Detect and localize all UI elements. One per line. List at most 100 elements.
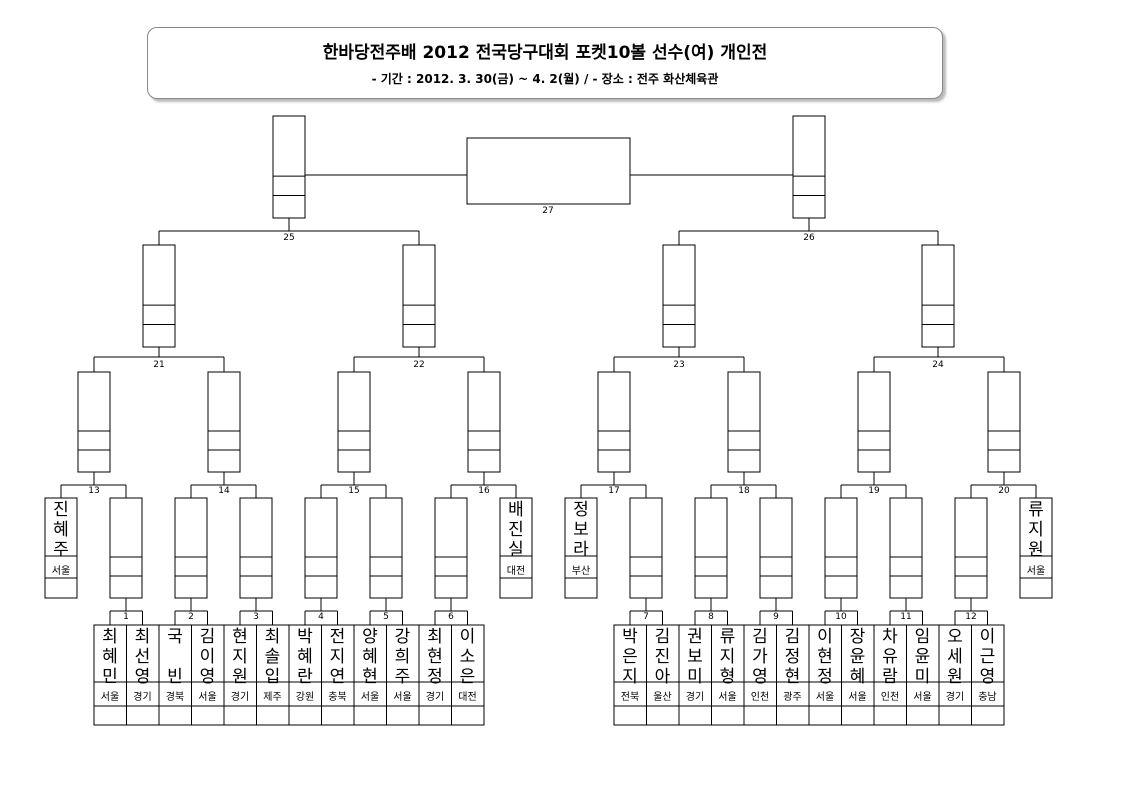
match-number: 2 xyxy=(188,612,194,622)
match-number: 21 xyxy=(153,360,165,370)
match-number: 1 xyxy=(123,612,129,622)
round1-box xyxy=(239,497,273,599)
round16-box xyxy=(597,371,631,473)
player-name: 임 윤 미 xyxy=(914,627,931,687)
player-region: 서울 xyxy=(718,692,737,703)
player-region: 전북 xyxy=(620,692,640,703)
round16-box xyxy=(77,371,111,473)
player-name: 오 세 원 xyxy=(947,627,963,687)
bye-player-box xyxy=(499,497,533,599)
player-name: 최 혜 민 xyxy=(102,627,118,687)
match-number: 24 xyxy=(932,360,944,370)
round1-box xyxy=(694,497,728,599)
player-name: 최 선 영 xyxy=(134,627,151,687)
match-number: 16 xyxy=(478,486,490,496)
bye-player-name: 류 지 원 xyxy=(1028,500,1044,560)
quarter-box xyxy=(142,244,176,348)
player-region: 인천 xyxy=(880,692,900,703)
player-name: 권 보 미 xyxy=(687,627,703,687)
player-region: 경기 xyxy=(685,692,705,703)
player-region: 대전 xyxy=(458,692,477,703)
quarter-box xyxy=(921,244,955,348)
bye-player-region: 서울 xyxy=(1026,566,1046,577)
round16-box xyxy=(467,371,501,473)
player-name: 강 희 주 xyxy=(394,627,411,687)
player-name: 박 혜 란 xyxy=(297,627,313,687)
semi-right-box xyxy=(792,115,826,219)
quarter-box xyxy=(662,244,696,348)
player-name: 김 진 아 xyxy=(654,627,671,687)
player-region: 울산 xyxy=(653,692,672,703)
player-name: 박 은 지 xyxy=(622,627,638,687)
match-number: 14 xyxy=(218,486,230,496)
player-region: 서울 xyxy=(100,692,120,703)
player-region: 서울 xyxy=(360,692,380,703)
quarter-box xyxy=(402,244,436,348)
player-region: 인천 xyxy=(750,692,770,703)
match-number: 5 xyxy=(383,612,389,622)
match-number: 6 xyxy=(448,612,454,622)
match-number: 4 xyxy=(318,612,324,622)
round16-box xyxy=(207,371,241,473)
bye-player-name: 배 진 실 xyxy=(508,500,524,560)
player-name: 장 윤 혜 xyxy=(849,627,866,687)
player-name: 최 현 정 xyxy=(427,627,443,687)
player-region: 경기 xyxy=(945,692,965,703)
match-number: 26 xyxy=(803,233,815,243)
bye-player-region: 부산 xyxy=(571,566,591,577)
match-number: 27 xyxy=(542,206,554,216)
player-name: 이 현 정 xyxy=(817,627,833,687)
player-region: 서울 xyxy=(848,692,867,703)
player-name: 현 지 원 xyxy=(232,627,248,687)
match-number: 17 xyxy=(608,486,620,496)
match-number: 13 xyxy=(88,486,100,496)
match-number: 10 xyxy=(835,612,847,622)
player-region: 경기 xyxy=(425,692,445,703)
match-number: 12 xyxy=(965,612,977,622)
round16-box xyxy=(857,371,891,473)
player-region: 서울 xyxy=(198,692,217,703)
bye-player-name: 정 보 라 xyxy=(573,500,589,560)
match-number: 15 xyxy=(348,486,360,496)
player-name: 이 소 은 xyxy=(459,627,476,687)
player-name: 국 빈 xyxy=(167,627,183,687)
match-number: 9 xyxy=(773,612,779,622)
round16-box xyxy=(987,371,1021,473)
player-name: 김 이 영 xyxy=(199,627,216,687)
bye-player-box xyxy=(1019,497,1053,599)
round1-box xyxy=(629,497,663,599)
match-number: 22 xyxy=(413,360,425,370)
round1-box xyxy=(954,497,988,599)
player-name: 류 지 형 xyxy=(719,627,736,687)
round1-box xyxy=(174,497,208,599)
bye-player-region: 서울 xyxy=(51,566,71,577)
player-name: 전 지 연 xyxy=(329,627,346,687)
player-region: 충남 xyxy=(978,692,997,703)
bye-player-box xyxy=(44,497,78,599)
player-name: 차 유 람 xyxy=(882,627,898,687)
match-number: 25 xyxy=(283,233,295,243)
player-region: 충북 xyxy=(328,692,347,703)
match-number: 8 xyxy=(708,612,714,622)
final-box xyxy=(466,137,631,205)
round1-box xyxy=(434,497,468,599)
player-name: 김 가 영 xyxy=(752,627,768,687)
player-name: 김 정 현 xyxy=(784,627,801,687)
player-name: 최 솔 입 xyxy=(264,627,281,687)
title-box: 한바당전주배 2012 전국당구대회 포켓10볼 선수(여) 개인전 - 기간 … xyxy=(147,27,943,99)
round16-box xyxy=(337,371,371,473)
round1-box xyxy=(824,497,858,599)
round1-box xyxy=(889,497,923,599)
round1-box xyxy=(109,497,143,599)
player-name: 이 근 영 xyxy=(979,627,996,687)
match-number: 19 xyxy=(868,486,880,496)
match-number: 3 xyxy=(253,612,259,622)
round1-box xyxy=(304,497,338,599)
player-region: 서울 xyxy=(913,692,932,703)
match-number: 7 xyxy=(643,612,649,622)
bye-player-region: 대전 xyxy=(506,566,526,577)
player-name: 양 혜 현 xyxy=(362,627,378,687)
page-title: 한바당전주배 2012 전국당구대회 포켓10볼 선수(여) 개인전 xyxy=(322,43,768,63)
player-region: 경기 xyxy=(133,692,152,703)
